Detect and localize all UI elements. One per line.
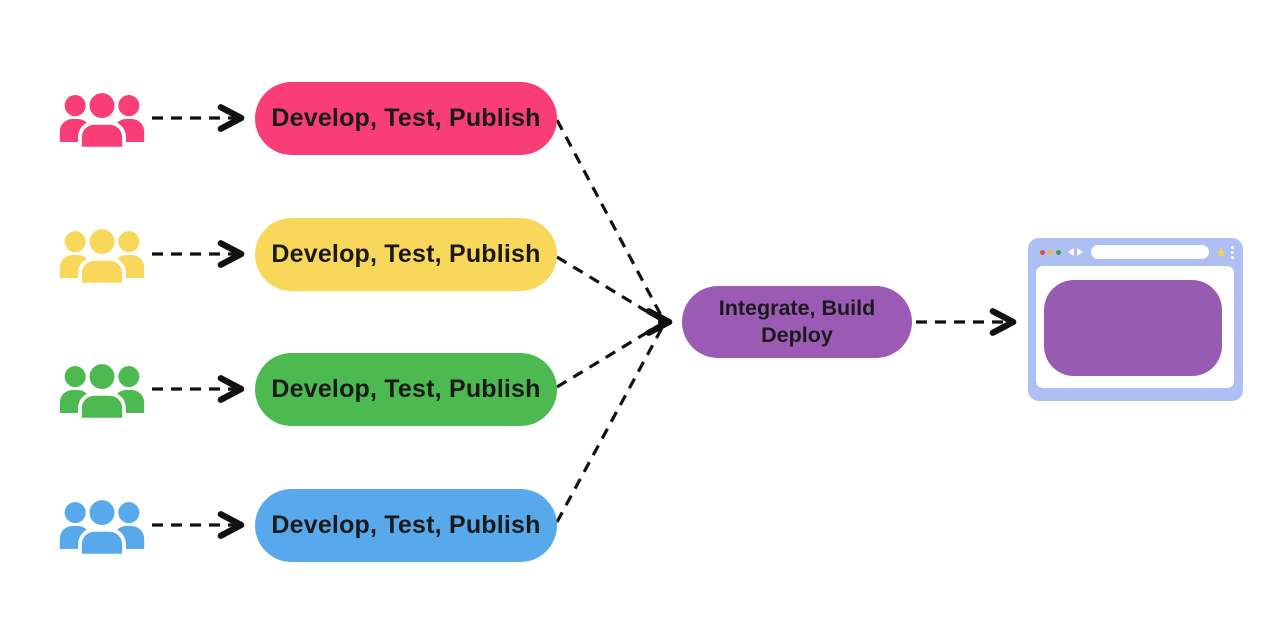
team-group-icon <box>56 86 148 152</box>
integration-pill: Integrate, Build Deploy <box>682 286 912 358</box>
stage-pill-team4: Develop, Test, Publish <box>255 489 557 562</box>
team-group-icon <box>56 357 148 423</box>
stage-pill-team3: Develop, Test, Publish <box>255 353 557 426</box>
traffic-dot-yellow-icon <box>1048 249 1053 255</box>
address-bar <box>1091 245 1210 259</box>
team-group-icon <box>56 222 148 288</box>
dashed-line-pill2 <box>556 255 662 322</box>
integration-pill-label-line1: Integrate, Build <box>718 296 876 321</box>
stage-pill-label: Develop, Test, Publish <box>271 104 541 132</box>
team-group-icon <box>56 493 148 559</box>
traffic-dot-red-icon <box>1040 249 1045 255</box>
browser-topbar: ★ <box>1028 238 1243 266</box>
stage-pill-team2: Develop, Test, Publish <box>255 218 557 291</box>
dashed-line-pill3 <box>556 322 662 389</box>
kebab-menu-icon <box>1231 245 1234 259</box>
stage-pill-label: Develop, Test, Publish <box>271 511 541 539</box>
integration-pill-label-line2: Deploy <box>761 323 833 347</box>
stage-pill-label: Develop, Test, Publish <box>271 375 541 403</box>
browser-content-area <box>1036 266 1234 388</box>
back-icon <box>1068 248 1074 256</box>
traffic-lights-icon <box>1040 249 1061 255</box>
stage-pill-label: Develop, Test, Publish <box>271 240 541 268</box>
browser-hero-block <box>1044 280 1222 376</box>
browser-window-icon: ★ <box>1028 238 1243 401</box>
nav-arrows <box>1068 248 1083 256</box>
traffic-dot-green-icon <box>1056 249 1061 255</box>
forward-icon <box>1077 248 1083 256</box>
bookmark-star-icon: ★ <box>1215 244 1227 260</box>
stage-pill-team1: Develop, Test, Publish <box>255 82 557 155</box>
